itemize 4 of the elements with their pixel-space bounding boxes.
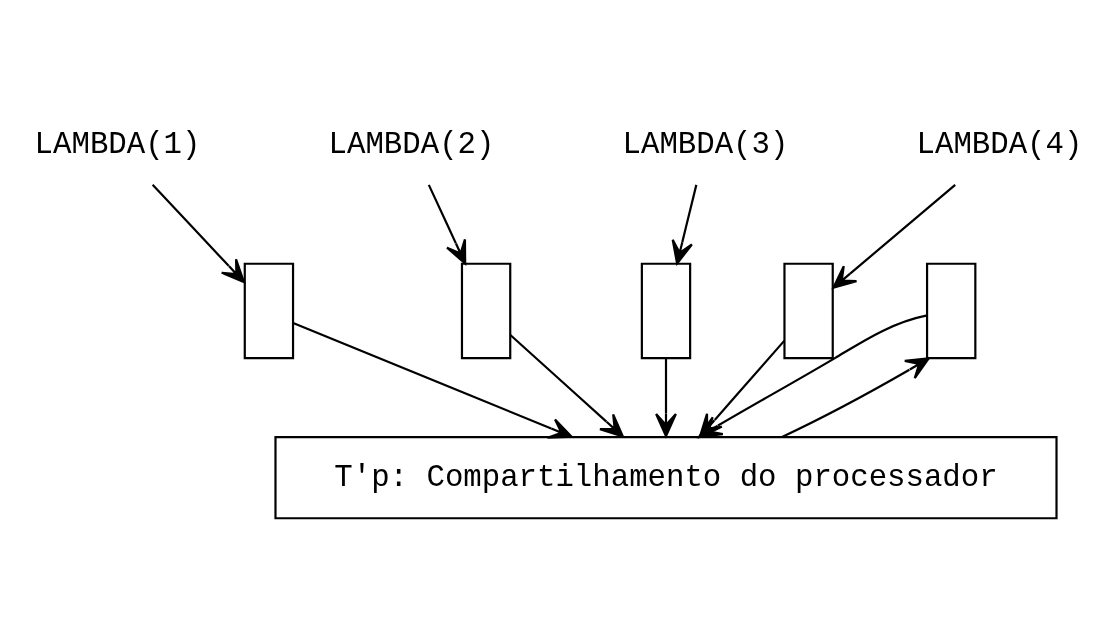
node-text: LAMBDA(4) — [916, 126, 1083, 162]
node-text: LAMBDA(2) — [328, 126, 495, 162]
node-text: LAMBDA(3) — [622, 126, 789, 162]
node-text: LAMBDA(1) — [34, 126, 201, 162]
